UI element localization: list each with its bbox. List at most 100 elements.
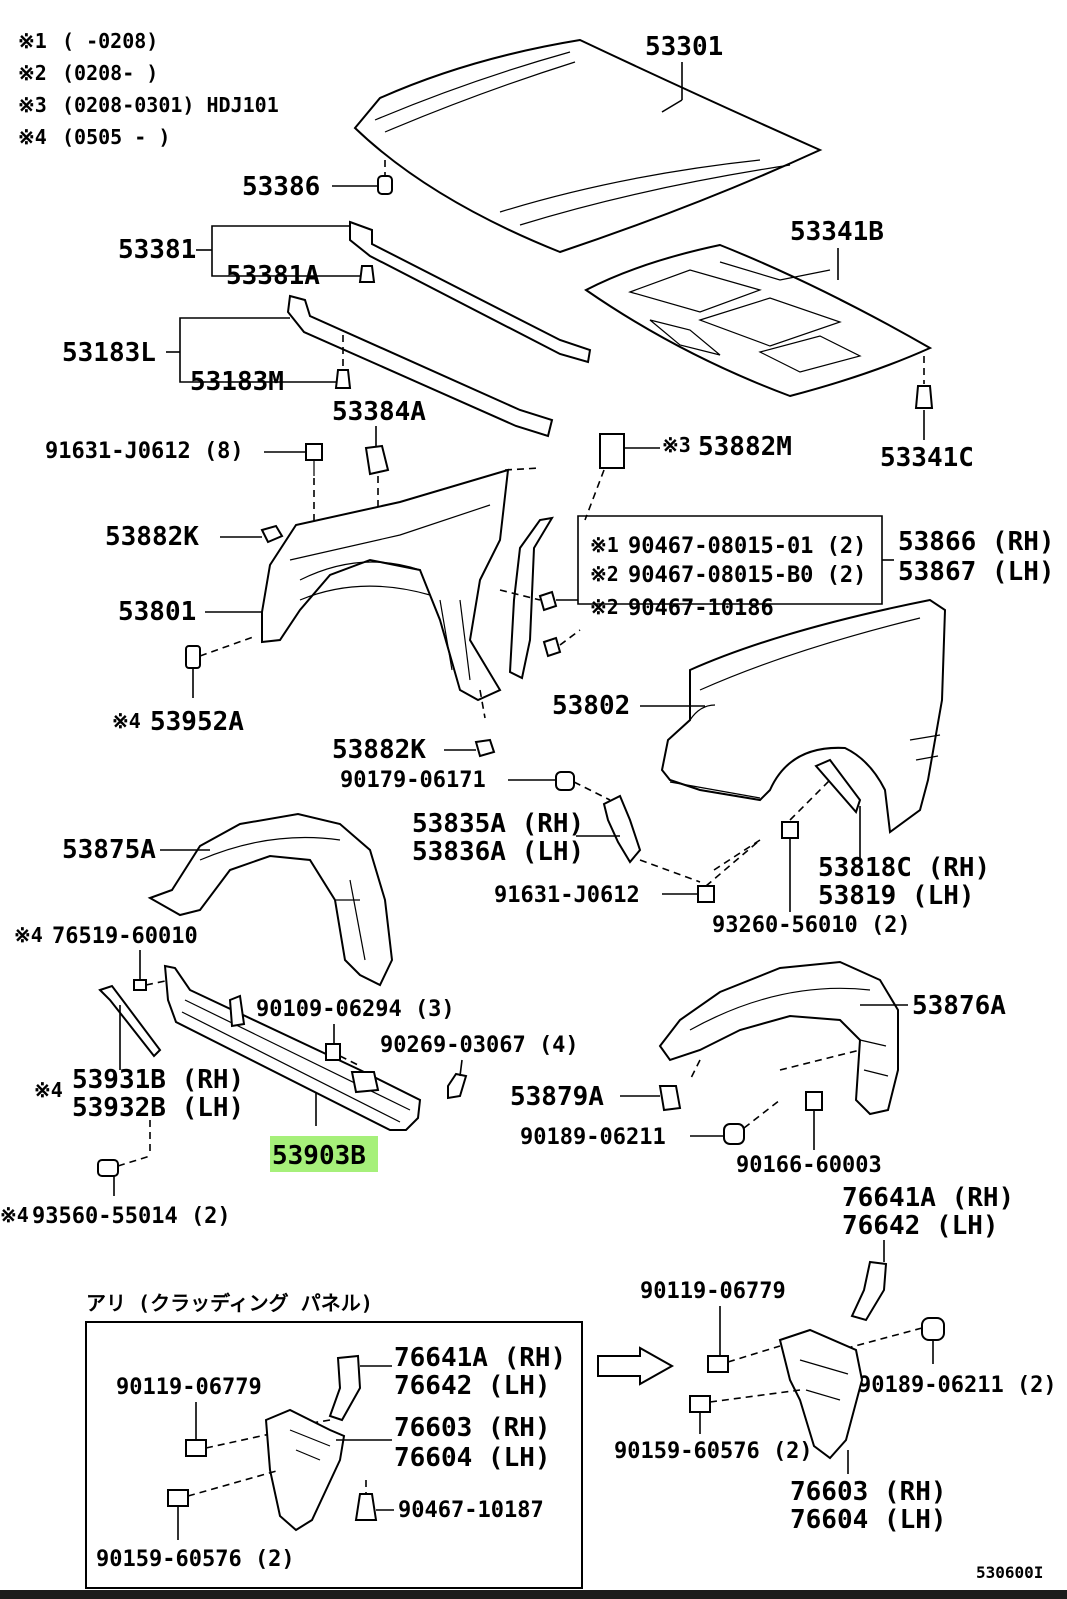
label-90166-60003: 90166-60003 <box>736 1153 882 1178</box>
label-53386: 53386 <box>242 172 320 202</box>
note-1-range: ( -0208) <box>62 29 158 53</box>
clip-90467-a-drawing <box>538 590 558 612</box>
range-notes: ※1 ( -0208) ※2 (0208- ) ※3 (0208-0301) H… <box>18 29 279 149</box>
label-76642-a: 76642 (LH) <box>842 1211 999 1241</box>
bolt-90159-b-drawing <box>689 1395 711 1413</box>
bracket-76641A-b-drawing <box>328 1354 362 1422</box>
bolt-91631-b-drawing <box>697 885 715 903</box>
label-53952A-mark: ※4 <box>112 709 141 733</box>
label-91631-J0612-b: 91631-J0612 <box>494 883 640 908</box>
pad-53882K-a-drawing <box>260 524 284 544</box>
bracket-53384A-drawing <box>364 444 390 476</box>
nut-93560-drawing <box>97 1159 119 1177</box>
seal-53183L-drawing <box>286 294 554 438</box>
label-53875A: 53875A <box>62 835 156 865</box>
label-90467-10186-mark: ※2 <box>590 595 619 619</box>
label-90159-60576-b: 90159-60576 (2) <box>614 1439 813 1464</box>
label-76603-b: 76603 (RH) <box>790 1477 947 1507</box>
label-90179-06171: 90179-06171 <box>340 768 486 793</box>
label-53882M-mark: ※3 <box>662 433 691 457</box>
apron-53801-drawing <box>261 468 510 702</box>
bolt-90109-drawing <box>325 1043 341 1061</box>
bolt-90119-b-drawing <box>707 1355 729 1373</box>
clip-53381A-drawing <box>358 265 376 283</box>
label-53952A: 53952A <box>150 707 244 737</box>
label-90119-06779-a: 90119-06779 <box>116 1375 262 1400</box>
highlight-53903B <box>270 1136 378 1172</box>
label-90467-01-mark: ※1 <box>590 533 619 557</box>
bolt-90166-drawing <box>805 1091 823 1111</box>
label-53301: 53301 <box>645 32 723 62</box>
label-90269-03067: 90269-03067 (4) <box>380 1033 579 1058</box>
label-76642-b: 76642 (LH) <box>394 1371 551 1401</box>
mudflap-76603-a-drawing <box>264 1408 346 1532</box>
label-53183L: 53183L <box>62 338 156 368</box>
label-53876A: 53876A <box>912 991 1006 1021</box>
label-53835A: 53835A (RH) <box>412 809 584 839</box>
note-2-mark: ※2 <box>18 61 47 85</box>
label-53381A: 53381A <box>226 261 320 291</box>
label-53818C: 53818C (RH) <box>818 853 990 883</box>
label-76603-a: 76603 (RH) <box>394 1413 551 1443</box>
label-53183M: 53183M <box>190 367 284 397</box>
note-3-range: (0208-0301) HDJ101 <box>62 93 279 117</box>
bracket-53818C-drawing <box>814 758 862 814</box>
label-53866: 53866 (RH) <box>898 527 1055 557</box>
note-4-mark: ※4 <box>18 125 47 149</box>
label-90109-06294: 90109-06294 (3) <box>256 997 455 1022</box>
extension-53931B-drawing <box>98 984 162 1058</box>
label-53836A: 53836A (LH) <box>412 837 584 867</box>
label-90467-B0-mark: ※2 <box>590 562 619 586</box>
liner-53875A-drawing <box>147 812 394 987</box>
seal-53866-drawing <box>508 516 554 680</box>
insulator-53341B-drawing <box>584 243 933 398</box>
clad-box-title: アリ (クラッディング パネル) <box>86 1291 373 1315</box>
pad-53882K-b-drawing <box>474 738 496 758</box>
clip-90467-10187-drawing <box>354 1493 378 1521</box>
label-53879A: 53879A <box>510 1082 604 1112</box>
label-90467-10187: 90467-10187 <box>398 1498 544 1523</box>
label-93260-56010: 93260-56010 (2) <box>712 913 911 938</box>
label-53882K-b: 53882K <box>332 735 426 765</box>
label-53819: 53819 (LH) <box>818 881 975 911</box>
label-53882M: 53882M <box>698 432 792 462</box>
label-53384A: 53384A <box>332 397 426 427</box>
label-90189-06211-b: 90189-06211 (2) <box>858 1373 1057 1398</box>
label-91631-J0612-8: 91631-J0612 (8) <box>45 439 244 464</box>
nut-90179-drawing <box>555 771 575 791</box>
note-3-mark: ※3 <box>18 93 47 117</box>
label-76519-mark: ※4 <box>14 923 43 947</box>
label-53882K-a: 53882K <box>105 522 199 552</box>
fender-53802-drawing <box>660 598 947 834</box>
label-90467-08015-01: 90467-08015-01 (2) <box>628 534 866 559</box>
seal-53381-drawing <box>349 220 592 364</box>
note-1-mark: ※1 <box>18 29 47 53</box>
label-53867: 53867 (LH) <box>898 557 1055 587</box>
bolt-93260-drawing <box>781 821 799 839</box>
label-76604-b: 76604 (LH) <box>790 1505 947 1535</box>
bracket-76641A-a-drawing <box>850 1260 888 1322</box>
label-53341B: 53341B <box>790 217 884 247</box>
clip-90467-b-drawing <box>542 636 562 658</box>
label-53802: 53802 <box>552 691 630 721</box>
label-53381: 53381 <box>118 235 196 265</box>
label-90467-10186: 90467-10186 <box>628 596 774 621</box>
label-53341C: 53341C <box>880 443 974 473</box>
clip-76519-drawing <box>133 979 147 991</box>
label-93560-mark: ※4 <box>0 1203 29 1227</box>
liner-53876A-drawing <box>658 960 899 1116</box>
bolt-91631-a-drawing <box>305 443 323 461</box>
bolt-90159-a-drawing <box>167 1489 189 1507</box>
bottom-edge <box>0 1590 1067 1599</box>
label-90119-06779-b: 90119-06779 <box>640 1279 786 1304</box>
label-76604-a: 76604 (LH) <box>394 1443 551 1473</box>
label-90189-06211-a: 90189-06211 <box>520 1125 666 1150</box>
nut-90189-b-drawing <box>921 1317 945 1341</box>
label-53931B-mark: ※4 <box>34 1078 63 1102</box>
label-90467-08015-B0: 90467-08015-B0 (2) <box>628 563 866 588</box>
label-93560-55014: 93560-55014 (2) <box>32 1204 231 1229</box>
pad-53882M-drawing <box>599 433 625 469</box>
clip-90269-drawing <box>447 1072 468 1100</box>
note-4-range: (0505 - ) <box>62 125 170 149</box>
